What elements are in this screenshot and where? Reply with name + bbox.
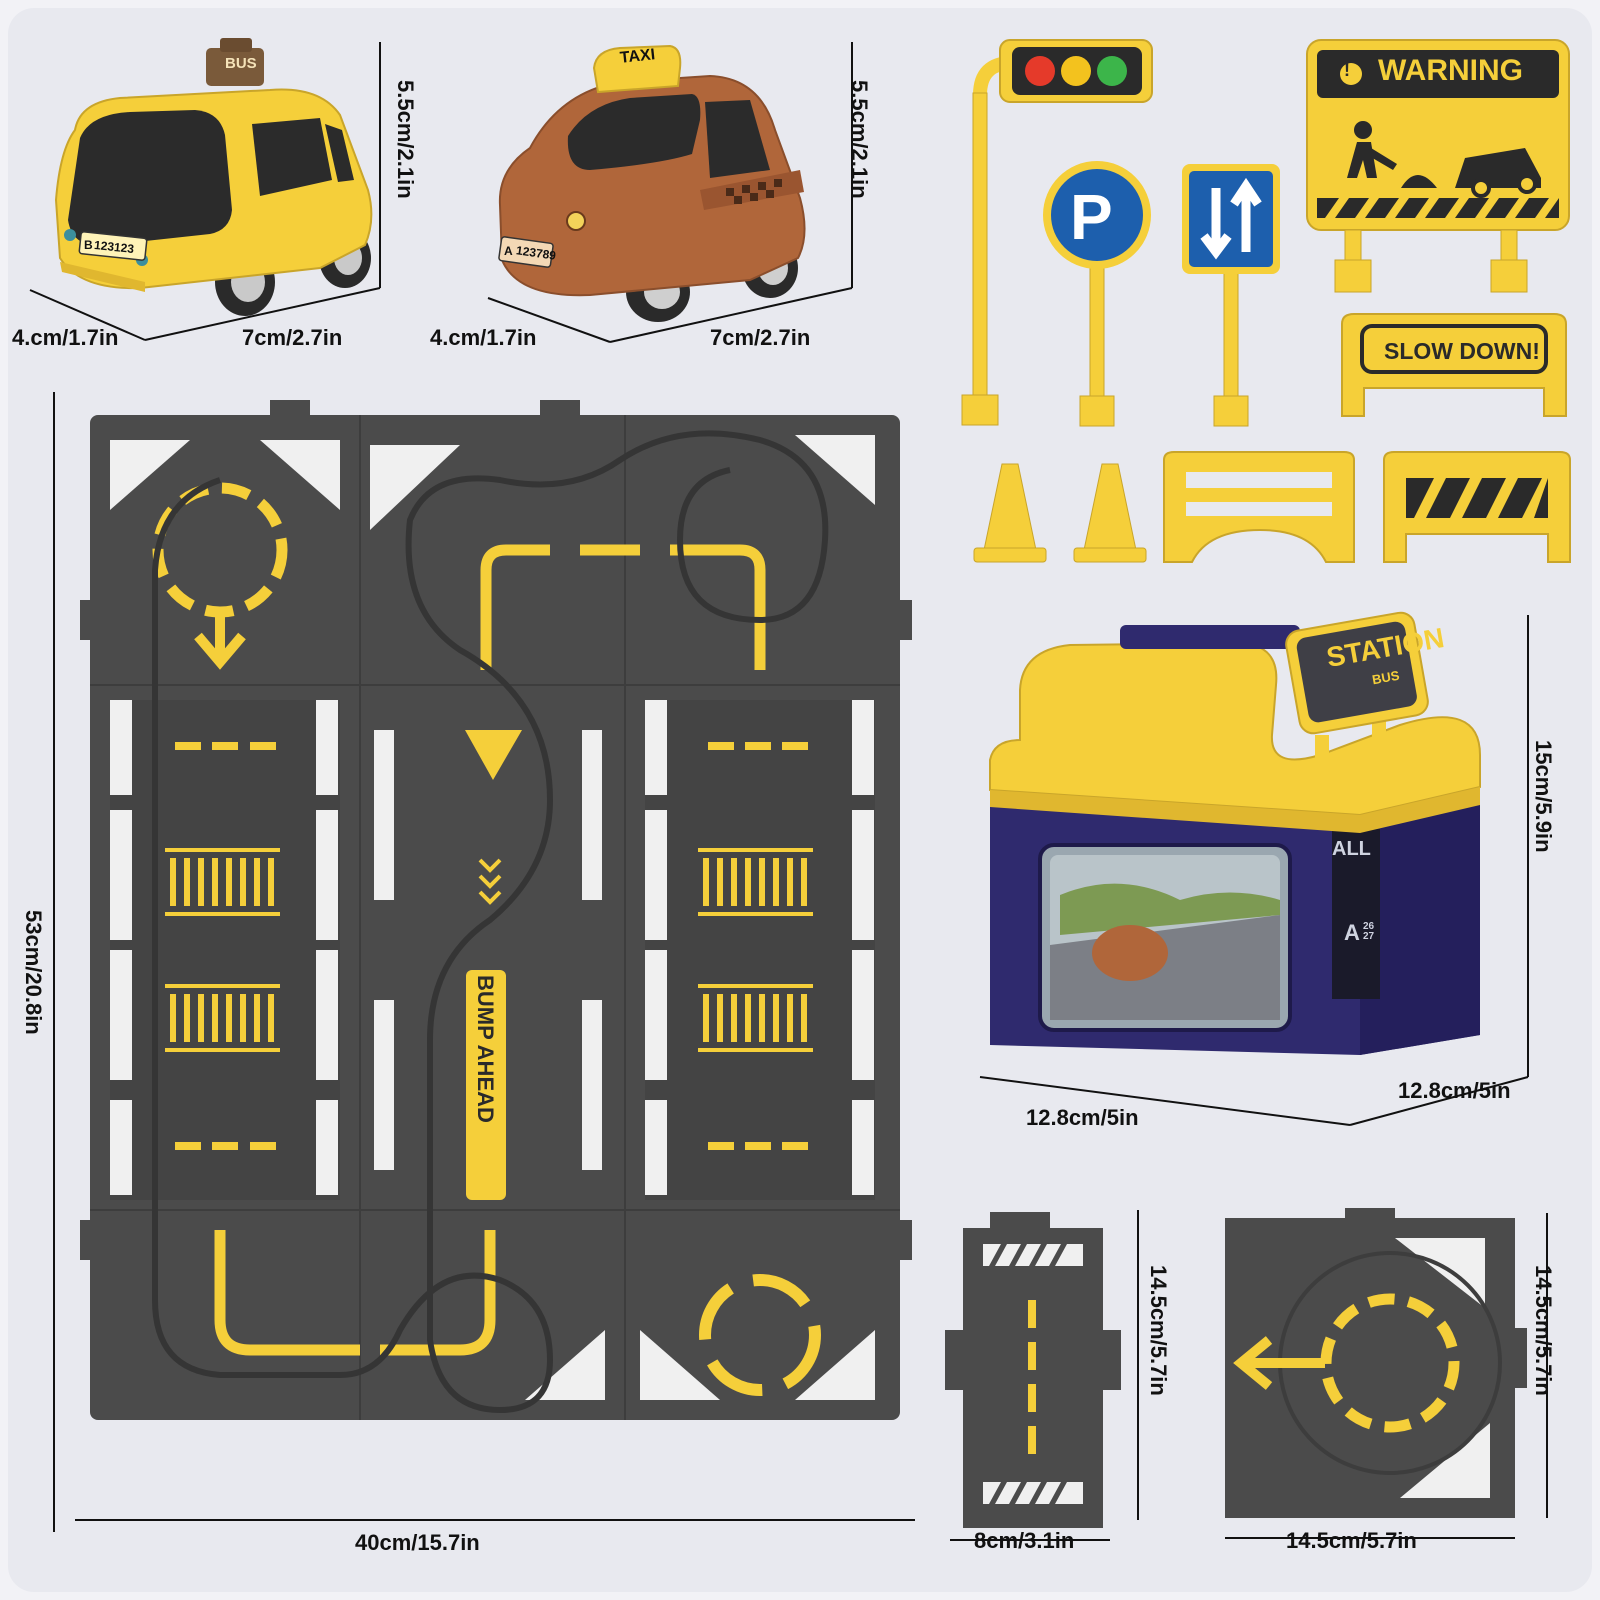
warning-sign-text: WARNING [1378,54,1523,87]
cone-icon [1073,463,1147,563]
taxi-toy [487,42,853,343]
straight-piece-width-label: 8cm/3.1in [974,1528,1075,1553]
two-way-sign-icon [1182,164,1280,427]
bus-height-label: 5.5cm/2.1in [393,80,418,199]
bus-toy [29,38,381,341]
bump-ahead-label: BUMP AHEAD [473,975,498,1123]
traffic-light-icon [961,39,1153,426]
taxi-height-label: 5.5cm/2.1in [847,80,872,199]
bus-plate-prefix: B [84,238,93,252]
bus-length-label: 7cm/2.7in [242,325,343,350]
barrier-icon [1163,451,1355,563]
roundabout-piece-width-label: 14.5cm/5.7in [1286,1528,1417,1553]
track-height-line [53,392,55,1532]
bus-roof-sign: BUS [225,55,257,72]
bus-station-toy [979,611,1529,1126]
roundabout-piece-height-label: 14.5cm/5.7in [1531,1265,1556,1396]
station-side-label: ALL [1332,838,1371,860]
taxi-depth-label: 4.cm/1.7in [430,325,537,350]
station-height-label: 15cm/5.9in [1531,740,1556,853]
taxi-roof-sign: TAXI [619,46,657,67]
taxi-length-label: 7cm/2.7in [710,325,811,350]
track-height-label: 53cm/20.8in [21,910,46,1035]
parking-sign-icon [1043,161,1151,427]
station-depth-label: 12.8cm/5in [1398,1078,1511,1103]
slow-down-barrier-icon [1341,313,1567,417]
parking-sign-letter: P [1070,181,1113,253]
warning-sign-icon [1306,39,1570,293]
station-width-label: 12.8cm/5in [1026,1105,1139,1130]
roundabout-track-piece [1225,1208,1548,1539]
track-width-line [75,1519,915,1521]
straight-piece-height-label: 14.5cm/5.7in [1146,1265,1171,1396]
striped-barrier-icon [1383,451,1571,563]
track-width-label: 40cm/15.7in [355,1530,480,1555]
cone-icon [973,463,1047,563]
taxi-plate-prefix: A [504,244,513,258]
track-mat [80,400,912,1420]
straight-track-piece [945,1210,1139,1541]
station-platform-letter: A [1344,920,1360,945]
bus-depth-label: 4.cm/1.7in [12,325,119,350]
slow-down-text: SLOW DOWN! [1384,338,1540,364]
station-platform-numbers: 26 27 [1363,921,1375,942]
warning-exclamation-icon: ! [1344,60,1350,80]
